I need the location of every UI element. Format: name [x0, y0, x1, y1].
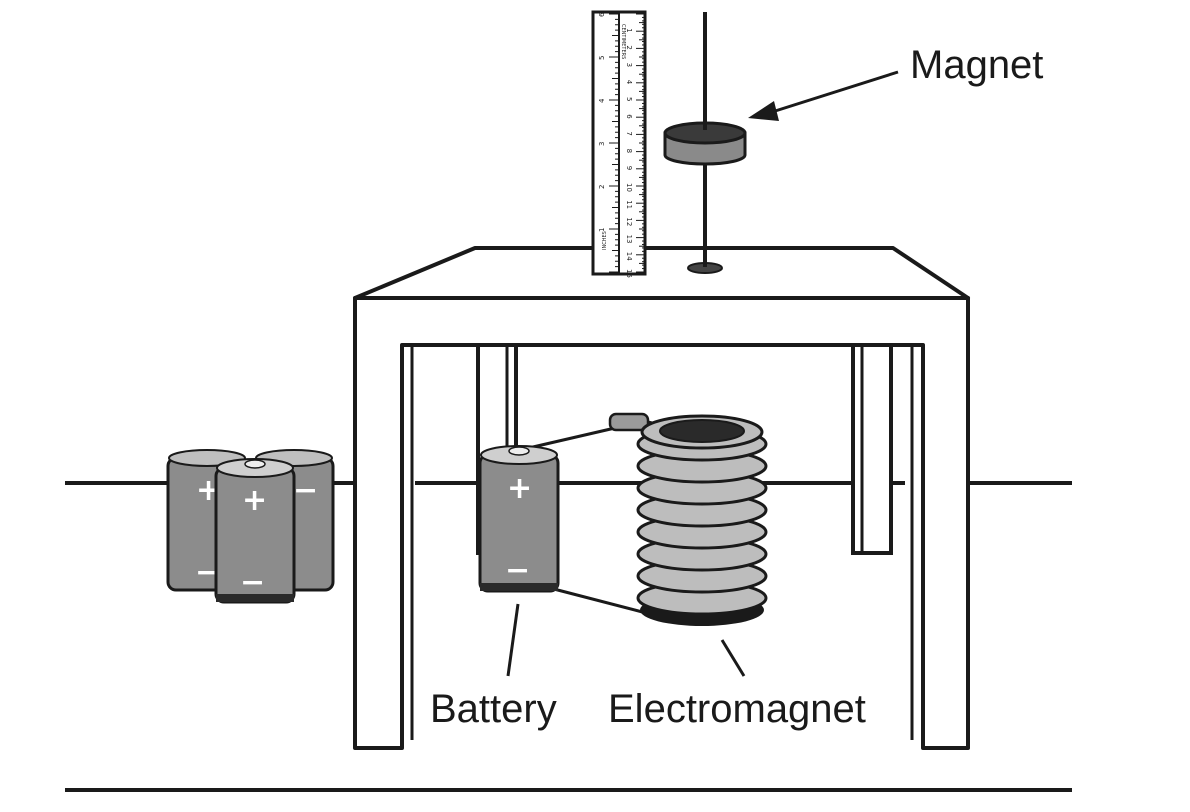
magnet-assembly	[663, 12, 747, 274]
ruler-cm-number: 14	[625, 252, 633, 261]
ruler-cm-number: 11	[625, 200, 633, 209]
ruler-cm-number: 3	[625, 63, 633, 67]
coil-core	[659, 419, 745, 443]
minus-sign: −	[240, 565, 265, 600]
magnet-pointer-arrowhead	[748, 101, 779, 121]
magnet-pointer-arrow	[771, 70, 899, 114]
minus-sign: −	[505, 553, 530, 588]
ruler-cm-number: 10	[625, 183, 633, 192]
ruler-cm-number: 12	[625, 217, 633, 226]
battery-label: Battery	[430, 687, 557, 731]
ruler-cm-number: 6	[625, 114, 633, 119]
ruler-cm-number: 9	[625, 166, 633, 170]
ruler-inch-number: 5	[598, 56, 606, 60]
table	[353, 246, 970, 750]
ruler-inch-number: 2	[598, 185, 606, 189]
ruler-cm-number: 1	[625, 28, 633, 32]
ruler-cm-number: 5	[625, 97, 633, 101]
spare-battery-front: + −	[214, 458, 296, 604]
ruler-cm-number: 15	[625, 269, 633, 278]
wire-negative	[549, 586, 651, 616]
table-top	[353, 246, 970, 300]
ruler-inch-number: 1	[598, 228, 606, 232]
magnet-label: Magnet	[910, 43, 1043, 87]
electromagnet-coil	[636, 414, 768, 626]
spare-batteries: + − − + −	[166, 449, 335, 604]
ruler-cm-number: 8	[625, 149, 633, 153]
ruler-cm-number: 13	[625, 235, 633, 244]
ruler-inches-label: INCHES	[602, 231, 608, 250]
electromagnet-leader-line	[720, 639, 746, 677]
table-back-leg-right	[851, 343, 893, 555]
minus-sign: −	[293, 473, 318, 508]
table-front-frame	[353, 296, 970, 750]
ruler: 123456123456789101112131415INCHESCENTIME…	[591, 10, 647, 278]
ruler-cm-number: 4	[625, 80, 633, 85]
battery-leader-line	[506, 603, 520, 677]
ruler-inch-number: 4	[598, 98, 606, 103]
ring-magnet	[663, 121, 747, 166]
ruler-inch-number: 6	[598, 12, 606, 17]
ruler-centimeters-label: CENTIMETERS	[620, 24, 626, 59]
electromagnet-label: Electromagnet	[608, 687, 866, 731]
ruler-inch-number: 3	[598, 142, 606, 146]
circuit-battery: + −	[478, 445, 560, 593]
plus-sign: +	[507, 471, 532, 506]
ruler-cm-number: 7	[625, 131, 633, 135]
plus-sign: +	[242, 483, 267, 518]
ruler-cm-number: 2	[625, 45, 633, 49]
